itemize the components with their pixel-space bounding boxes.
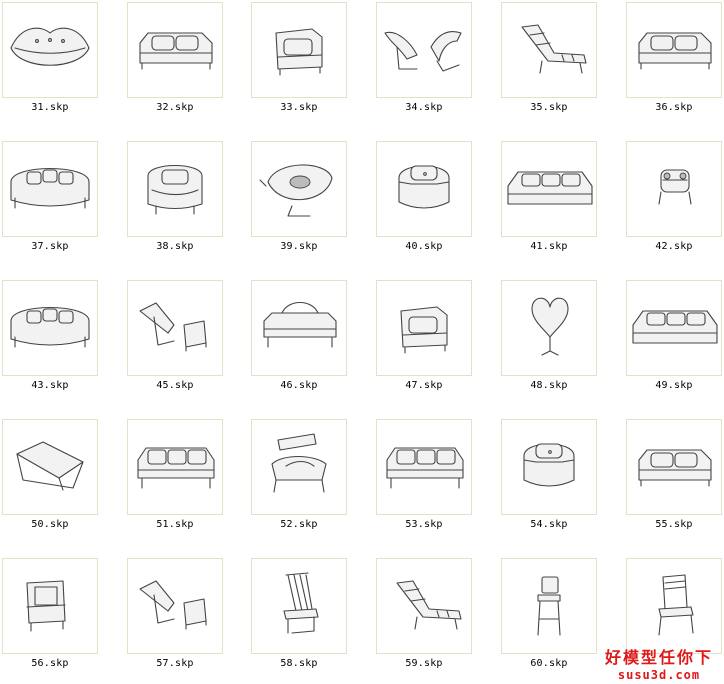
thumbnail-item[interactable]: 60.skp <box>501 558 597 678</box>
thumbnail-label: 56.skp <box>31 658 69 669</box>
thumbnail-label: 52.skp <box>280 519 318 530</box>
heart-chair-icon[interactable] <box>501 280 597 376</box>
thumbnail-item[interactable]: 37.skp <box>2 141 98 261</box>
two-seat-sofa-icon[interactable] <box>626 419 722 515</box>
bowl-chair-icon[interactable] <box>251 141 347 237</box>
thumbnail-item[interactable]: 43.skp <box>2 280 98 400</box>
armchair-icon[interactable] <box>251 2 347 98</box>
dining-chair-icon[interactable] <box>626 558 722 654</box>
thumbnail-label: 60.skp <box>530 658 568 669</box>
thumbnail-label: 57.skp <box>156 658 194 669</box>
lip-sofa-icon[interactable] <box>2 2 98 98</box>
long-sofa-icon[interactable] <box>626 280 722 376</box>
two-seat-sofa-icon[interactable] <box>127 2 223 98</box>
thumbnail-label: 49.skp <box>655 380 693 391</box>
watermark-url: susu3d.com <box>617 668 701 682</box>
curved-sofa-icon[interactable] <box>2 141 98 237</box>
bar-stool-icon[interactable] <box>501 558 597 654</box>
three-seat-sofa-icon[interactable] <box>376 419 472 515</box>
thumbnail-item[interactable]: 33.skp <box>251 2 347 122</box>
chaise-lounge-icon[interactable] <box>376 558 472 654</box>
thumbnail-label: 55.skp <box>655 519 693 530</box>
club-chair-icon[interactable] <box>501 419 597 515</box>
thumbnail-label: 50.skp <box>31 519 69 530</box>
club-chair-icon[interactable] <box>376 141 472 237</box>
thumbnail-item[interactable]: 57.skp <box>127 558 223 678</box>
thumbnail-label: 59.skp <box>405 658 443 669</box>
lounge-and-ottoman-icon[interactable] <box>127 558 223 654</box>
thumbnail-label: 36.skp <box>655 102 693 113</box>
long-sofa-icon[interactable] <box>501 141 597 237</box>
thumbnail-item[interactable]: 32.skp <box>127 2 223 122</box>
thumbnail-label: 45.skp <box>156 380 194 391</box>
thumbnail-item[interactable]: 53.skp <box>376 419 472 539</box>
frame-sofa-icon[interactable] <box>251 280 347 376</box>
thumbnail-item[interactable]: 59.skp <box>376 558 472 678</box>
thumbnail-item[interactable]: 31.skp <box>2 2 98 122</box>
lounge-chairs-icon[interactable] <box>376 2 472 98</box>
thumbnail-label: 58.skp <box>280 658 318 669</box>
thumbnail-label: 39.skp <box>280 241 318 252</box>
thumbnail-item[interactable]: 46.skp <box>251 280 347 400</box>
thumbnail-item[interactable]: 45.skp <box>127 280 223 400</box>
thumbnail-label: 43.skp <box>31 380 69 391</box>
two-seat-sofa-icon[interactable] <box>626 2 722 98</box>
thumbnail-label: 47.skp <box>405 380 443 391</box>
thumbnail-label: 46.skp <box>280 380 318 391</box>
thumbnail-item[interactable]: 35.skp <box>501 2 597 122</box>
thumbnail-label: 31.skp <box>31 102 69 113</box>
thumbnail-item[interactable]: 34.skp <box>376 2 472 122</box>
thumbnail-item[interactable]: 42.skp <box>626 141 722 261</box>
thumbnail-label: 48.skp <box>530 380 568 391</box>
thumbnail-item[interactable]: 50.skp <box>2 419 98 539</box>
thumbnail-item[interactable]: 55.skp <box>626 419 722 539</box>
lounge-and-ottoman-icon[interactable] <box>127 280 223 376</box>
sled-chair-icon[interactable] <box>2 419 98 515</box>
thumbnail-item[interactable]: 51.skp <box>127 419 223 539</box>
tub-chair-icon[interactable] <box>127 141 223 237</box>
thumbnail-item[interactable]: 38.skp <box>127 141 223 261</box>
thumbnail-item[interactable]: 40.skp <box>376 141 472 261</box>
thumbnail-label: 35.skp <box>530 102 568 113</box>
chaise-lounge-icon[interactable] <box>501 2 597 98</box>
thumbnail-label: 53.skp <box>405 519 443 530</box>
thumbnail-item[interactable]: 36.skp <box>626 2 722 122</box>
thumbnail-item[interactable]: 48.skp <box>501 280 597 400</box>
watermark: 好模型任你下 susu3d.com <box>596 648 722 682</box>
three-seat-sofa-icon[interactable] <box>127 419 223 515</box>
armchair-icon[interactable] <box>376 280 472 376</box>
thumbnail-label: 51.skp <box>156 519 194 530</box>
thumbnail-label: 34.skp <box>405 102 443 113</box>
thumbnail-label: 37.skp <box>31 241 69 252</box>
small-chair-icon[interactable] <box>626 141 722 237</box>
thumbnail-item[interactable] <box>626 558 722 678</box>
thumbnail-label: 42.skp <box>655 241 693 252</box>
thumbnail-label: 41.skp <box>530 241 568 252</box>
watermark-slogan: 好模型任你下 <box>604 648 713 667</box>
thumbnail-label: 32.skp <box>156 102 194 113</box>
thumbnail-label: 40.skp <box>405 241 443 252</box>
thumbnail-item[interactable]: 58.skp <box>251 558 347 678</box>
thumbnail-item[interactable]: 56.skp <box>2 558 98 678</box>
thumbnail-item[interactable]: 41.skp <box>501 141 597 261</box>
thumbnail-label: 38.skp <box>156 241 194 252</box>
thumbnail-item[interactable]: 52.skp <box>251 419 347 539</box>
thumbnail-label: 54.skp <box>530 519 568 530</box>
recliner-icon[interactable] <box>251 419 347 515</box>
thumbnail-item[interactable]: 54.skp <box>501 419 597 539</box>
box-chair-icon[interactable] <box>2 558 98 654</box>
curved-sofa-icon[interactable] <box>2 280 98 376</box>
thumbnail-item[interactable]: 47.skp <box>376 280 472 400</box>
thumbnail-label: 33.skp <box>280 102 318 113</box>
thumbnail-item[interactable]: 49.skp <box>626 280 722 400</box>
thumbnail-item[interactable]: 39.skp <box>251 141 347 261</box>
slat-chair-icon[interactable] <box>251 558 347 654</box>
